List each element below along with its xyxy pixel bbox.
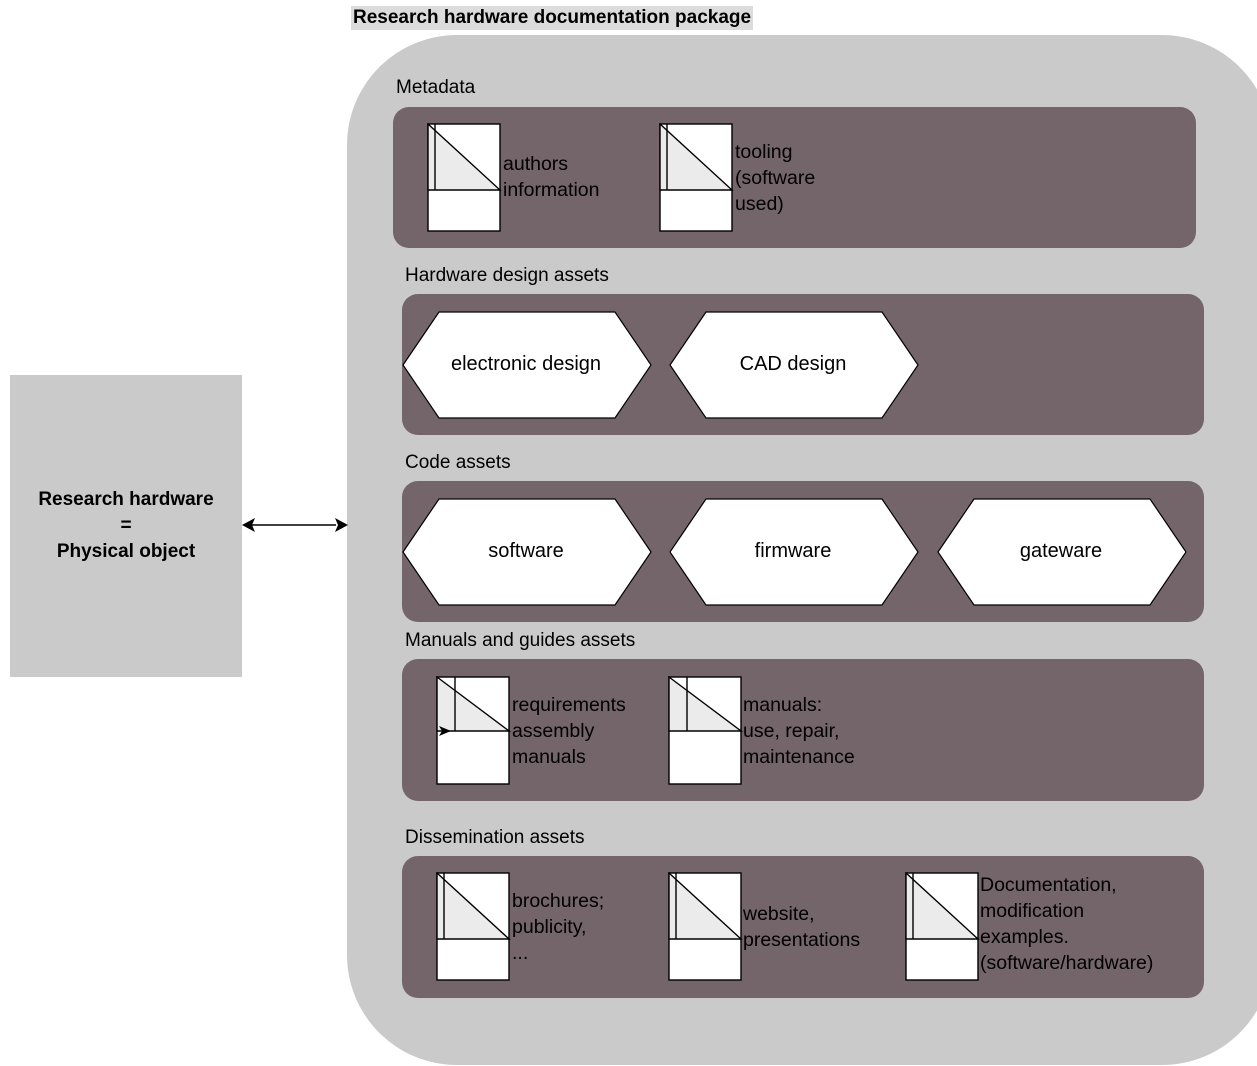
- doc-label-authors: authors information: [503, 153, 600, 201]
- section-label-dissemination: Dissemination assets: [405, 827, 585, 848]
- hexagon-shape: [402, 311, 652, 419]
- hexagon-shape: [669, 311, 919, 419]
- hexagon-shape: [669, 498, 919, 606]
- document-icon: [427, 123, 502, 232]
- section-label-code: Code assets: [405, 452, 511, 473]
- document-icon: [668, 676, 743, 785]
- section-label-metadata: Metadata: [396, 77, 476, 98]
- physical-object-label: Physical object: [56, 541, 196, 562]
- section-label-manuals: Manuals and guides assets: [405, 630, 636, 651]
- doc-label-documentation: Documentation, modification examples. (s…: [980, 874, 1154, 974]
- research-hardware-box: Research hardware = Physical object: [10, 375, 242, 677]
- hexagon-shape: [937, 498, 1187, 606]
- doc-label-brochures: brochures; publicity, ...: [512, 890, 605, 964]
- hex-label-gateware: gateware: [1019, 540, 1103, 562]
- panel-dissemination: [402, 856, 1204, 998]
- panel-metadata: [393, 107, 1196, 248]
- section-label-hardware-design: Hardware design assets: [405, 265, 609, 286]
- hex-label-electronic-design: electronic design: [450, 353, 602, 375]
- hex-label-cad-design: CAD design: [739, 353, 847, 375]
- doc-label-requirements: requirements assembly manuals: [512, 694, 626, 768]
- hex-label-software: software: [488, 540, 564, 562]
- research-hardware-label: Research hardware: [38, 489, 214, 510]
- hex-label-firmware: firmware: [754, 540, 832, 562]
- document-icon: [436, 676, 511, 785]
- equals-sign: =: [120, 515, 132, 536]
- doc-label-manuals: manuals: use, repair, maintenance: [743, 694, 855, 768]
- document-icon: [905, 872, 980, 981]
- panel-manuals: [402, 659, 1204, 801]
- doc-label-tooling: tooling (software used): [735, 141, 816, 215]
- bidirectional-arrow: [242, 518, 348, 532]
- diagram-title: Research hardware documentation package: [351, 6, 754, 30]
- document-icon: [659, 123, 734, 232]
- document-icon: [668, 872, 743, 981]
- document-icon: [436, 872, 511, 981]
- hexagon-shape: [402, 498, 652, 606]
- doc-label-website: website, presentations: [743, 903, 861, 951]
